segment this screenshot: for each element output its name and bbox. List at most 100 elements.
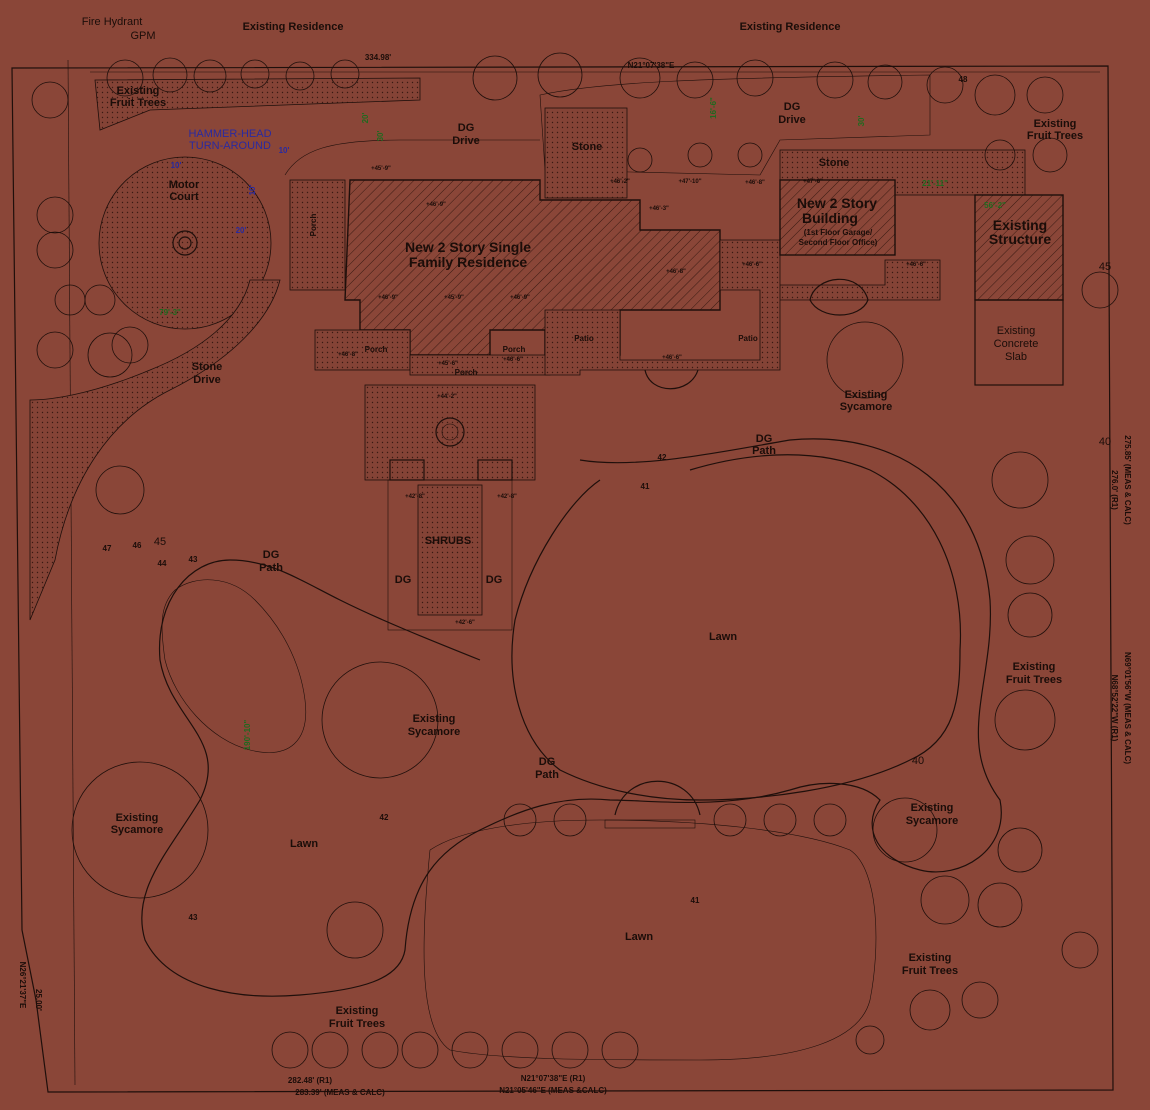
residence-label-2: Family Residence bbox=[409, 254, 527, 270]
fruit-trees-nw-1: Existing bbox=[117, 85, 160, 97]
lawn-s-label: Lawn bbox=[625, 931, 653, 943]
gazebo bbox=[809, 278, 869, 316]
spot-elevation: +42'-8" bbox=[497, 494, 517, 500]
porch-east-label: Porch bbox=[503, 345, 526, 354]
sycamore-c-1: Existing bbox=[413, 713, 456, 725]
stone-drive-label-1: Stone bbox=[192, 361, 223, 373]
spot-elevation: +45'-9" bbox=[371, 166, 391, 172]
dg-path-w-1: DG bbox=[263, 549, 280, 561]
dim-20v: 20' bbox=[361, 113, 370, 124]
dim-10c: 10' bbox=[248, 185, 257, 196]
contour-44: 44 bbox=[158, 559, 167, 568]
hammer-head-2: TURN-AROUND bbox=[189, 140, 271, 152]
shrubs-label: SHRUBS bbox=[425, 535, 471, 547]
bottom-dim-2: 283.39' (MEAS & CALC) bbox=[295, 1088, 385, 1097]
existing-structure bbox=[974, 194, 1064, 301]
left-bearing: N26°21'37"E bbox=[18, 962, 27, 1009]
dg-path-w-2: Path bbox=[259, 562, 283, 574]
porch-center bbox=[409, 354, 551, 376]
spot-elevation: +47'-10" bbox=[678, 179, 701, 185]
bottom-dim-1: 282.48' (R1) bbox=[288, 1076, 332, 1085]
contour-45b: 45 bbox=[1099, 261, 1111, 273]
dg-left-label: DG bbox=[395, 574, 412, 586]
new-building bbox=[779, 179, 896, 256]
fruit-trees-ne-2: Fruit Trees bbox=[1027, 130, 1083, 142]
contour-42: 42 bbox=[658, 453, 667, 462]
bottom-bearing-1: N21°07'38"E (R1) bbox=[521, 1074, 586, 1083]
dg-drive-top-1: DG bbox=[458, 122, 475, 134]
spot-elevation: +45'-9" bbox=[444, 295, 464, 301]
right-dim-1: 275.85' (MEAS & CALC) bbox=[1123, 435, 1132, 525]
porch-center-label: Porch bbox=[455, 368, 478, 377]
spot-elevation: +46'-9" bbox=[426, 202, 446, 208]
contour-41b: 41 bbox=[691, 896, 700, 905]
structure-label-1: Existing bbox=[993, 217, 1047, 233]
sycamore-ne-1: Existing bbox=[845, 389, 888, 401]
fire-hydrant-label: Fire Hydrant bbox=[82, 16, 143, 28]
dg-drive-right-1: DG bbox=[784, 101, 801, 113]
porch-south bbox=[314, 329, 411, 371]
existing-residence-right: Existing Residence bbox=[740, 21, 841, 33]
contour-45: 45 bbox=[154, 536, 166, 548]
stone-drive-label-2: Drive bbox=[193, 374, 221, 386]
sycamore-c-2: Sycamore bbox=[408, 726, 461, 738]
dim-56: 56'-2" bbox=[984, 201, 1006, 210]
existing-slab bbox=[974, 299, 1064, 386]
dim-21: 21'-11" bbox=[922, 179, 948, 188]
dg-path-ne-1: DG bbox=[756, 433, 773, 445]
dim-20: 20' bbox=[236, 226, 247, 235]
sycamore-ne-2: Sycamore bbox=[840, 401, 893, 413]
spot-elevation: +46'-8" bbox=[745, 180, 765, 186]
building-label-2: Building bbox=[802, 210, 858, 226]
dim-30: 30' bbox=[376, 131, 385, 142]
porch-south-label: Porch bbox=[365, 345, 388, 354]
stone-pad-1-label: Stone bbox=[572, 141, 603, 153]
fruit-trees-nw-2: Fruit Trees bbox=[110, 97, 166, 109]
spot-elevation: +46'-3" bbox=[649, 206, 669, 212]
motor-court bbox=[98, 156, 272, 330]
dim-10b: 10' bbox=[279, 146, 290, 155]
spot-elevation: +46'-9" bbox=[378, 295, 398, 301]
building-label-4: Second Floor Office) bbox=[799, 238, 878, 247]
dg-drive-top bbox=[539, 74, 931, 176]
fruit-trees-se-2: Fruit Trees bbox=[902, 965, 958, 977]
spot-elevation: +46'-6" bbox=[662, 355, 682, 361]
spot-elevation: +46'-6" bbox=[742, 262, 762, 268]
spot-elevation: +46'-6" bbox=[503, 357, 523, 363]
dg-path-ne-2: Path bbox=[752, 445, 776, 457]
sycamore-w-2: Sycamore bbox=[111, 824, 164, 836]
dim-190: 190'-10" bbox=[243, 719, 252, 750]
contour-40b: 40 bbox=[1099, 436, 1111, 448]
dim-16: 16'-6" bbox=[709, 97, 718, 119]
contour-42b: 42 bbox=[380, 813, 389, 822]
lawn-main-label: Lawn bbox=[709, 631, 737, 643]
dg-path-c-1: DG bbox=[539, 756, 556, 768]
building-label-3: (1st Floor Garage/ bbox=[804, 228, 873, 237]
lawn-w-label: Lawn bbox=[290, 838, 318, 850]
fruit-trees-ne-1: Existing bbox=[1034, 118, 1077, 130]
spot-elevation: +44'-2" bbox=[437, 394, 457, 400]
motor-court-2: Court bbox=[169, 191, 199, 203]
spot-elevation: +47'-6" bbox=[803, 179, 823, 185]
spot-elevation: +46'-6" bbox=[906, 262, 926, 268]
structure-label-2: Structure bbox=[989, 231, 1051, 247]
spot-elevation: +42'-8" bbox=[405, 494, 425, 500]
contour-43b: 43 bbox=[189, 913, 198, 922]
patio-1-label: Patio bbox=[574, 334, 594, 343]
patio-east bbox=[544, 239, 941, 376]
tree-canopies bbox=[31, 52, 1119, 1069]
left-dim: 25.00' bbox=[34, 989, 43, 1011]
stone-pad-1 bbox=[544, 107, 628, 199]
dim-79: 79'-3" bbox=[159, 308, 181, 317]
spot-elevation: +46'-8" bbox=[666, 269, 686, 275]
residence-label-1: New 2 Story Single bbox=[405, 239, 531, 255]
terrace bbox=[364, 384, 536, 481]
gpm-label: GPM bbox=[130, 30, 155, 42]
dg-right-label: DG bbox=[486, 574, 503, 586]
bearing-top: N21°07'38"E bbox=[628, 61, 675, 70]
spot-elevation: +46'-9" bbox=[510, 295, 530, 301]
porch-west bbox=[289, 179, 346, 291]
slab-label-2: Concrete bbox=[994, 338, 1039, 350]
building-label-1: New 2 Story bbox=[797, 195, 877, 211]
contour-47: 47 bbox=[103, 544, 112, 553]
